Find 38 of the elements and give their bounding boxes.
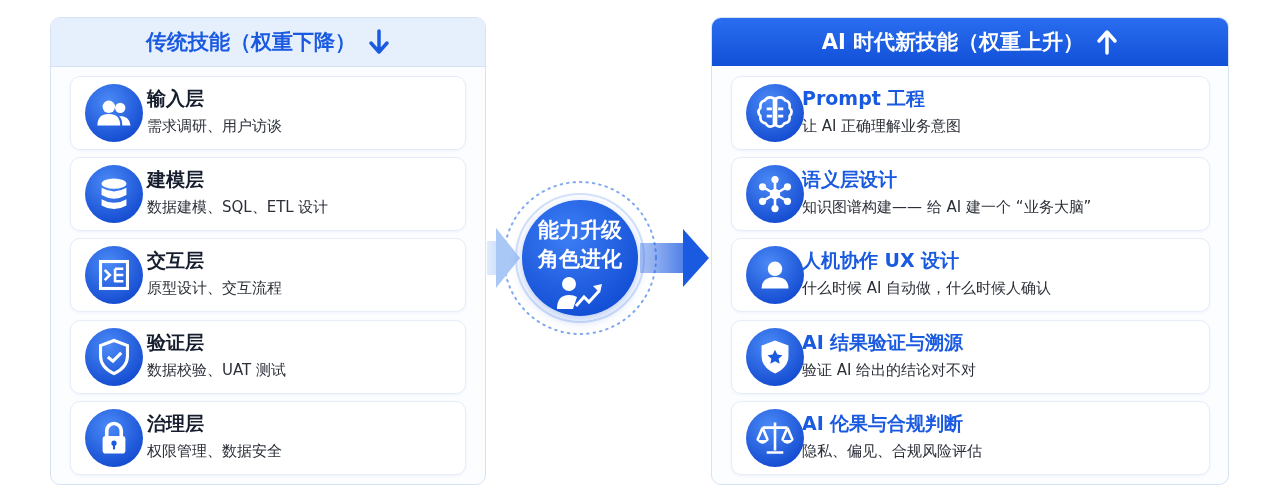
item-title: Prompt 工程	[802, 86, 926, 111]
item-title: 治理层	[147, 411, 204, 436]
item-title: 输入层	[147, 86, 204, 111]
item-description: 知识图谱构建—— 给 AI 建一个 “业务大脑”	[802, 198, 1092, 217]
item-description: 什么时候 AI 自动做，什么时候人确认	[802, 279, 1052, 298]
item-title: AI 伦果与合规判断	[802, 411, 964, 436]
skill-card	[731, 401, 1210, 475]
item-title: 语义层设计	[802, 167, 897, 192]
item-title: 交互层	[147, 248, 204, 273]
skill-card	[731, 320, 1210, 394]
skill-card	[70, 401, 466, 475]
item-description: 原型设计、交互流程	[147, 279, 282, 298]
skill-card	[70, 157, 466, 231]
item-description: 数据校验、UAT 测试	[147, 361, 286, 380]
item-description: 权限管理、数据安全	[147, 442, 282, 461]
item-title: 验证层	[147, 330, 204, 355]
circle-label: 能力升级角色进化	[537, 217, 623, 273]
item-description: 让 AI 正确理解业务意图	[802, 117, 962, 136]
skill-panel	[50, 17, 486, 485]
panel-heading: 传统技能（权重下降）	[146, 29, 356, 56]
item-title: AI 结果验证与溯源	[802, 330, 964, 355]
skill-card	[731, 238, 1210, 312]
item-title: 建模层	[147, 167, 204, 192]
skill-card	[70, 238, 466, 312]
skill-card	[731, 157, 1210, 231]
skill-panel	[711, 17, 1229, 485]
item-description: 需求调研、用户访谈	[147, 117, 282, 136]
item-description: 验证 AI 给出的结论对不对	[802, 361, 977, 380]
item-title: 人机协作 UX 设计	[802, 248, 960, 273]
item-description: 隐私、偏见、合规风险评估	[802, 442, 982, 461]
arrow	[487, 228, 520, 288]
arrow	[640, 229, 709, 287]
skill-card	[70, 76, 466, 150]
skill-card	[731, 76, 1210, 150]
skill-card	[70, 320, 466, 394]
panel-heading: AI 时代新技能（权重上升）	[821, 29, 1085, 56]
item-description: 数据建模、SQL、ETL 设计	[147, 198, 329, 217]
upgrade-circle	[522, 200, 638, 316]
